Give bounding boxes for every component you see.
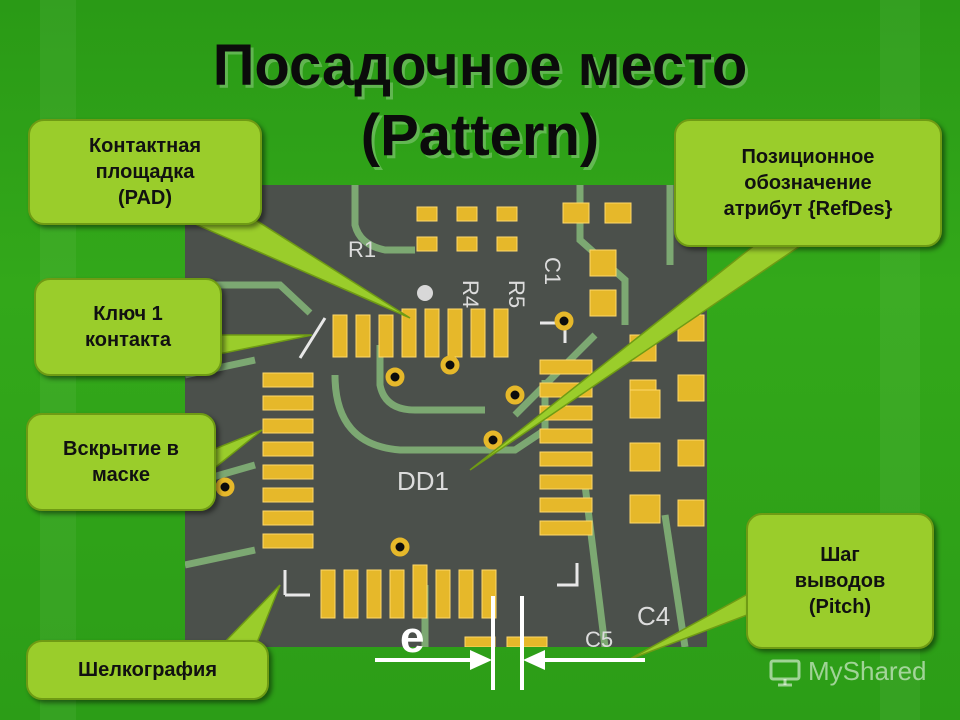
label-c1: C1	[540, 257, 565, 285]
label-r4: R4	[458, 280, 483, 308]
slide-subtitle: (Pattern)	[360, 103, 600, 168]
callout-pad-line2: площадка	[95, 161, 195, 183]
slide-title: Посадочное место	[212, 33, 748, 98]
callout-key-line2: контакта	[85, 329, 171, 351]
callout-pitch-line3: (Pitch)	[808, 596, 872, 618]
label-c4: C4	[637, 601, 670, 631]
callout-pitch-line2: выводов	[794, 570, 886, 592]
label-r5: R5	[504, 280, 529, 308]
callout-refdes-line2: обозначение	[744, 172, 872, 194]
callout-pin1-key: Ключ 1 контакта	[34, 278, 222, 376]
callout-refdes: Позиционное обозначение атрибут {RefDes}	[674, 119, 942, 247]
callout-refdes-line3: атрибут {RefDes}	[723, 198, 893, 220]
callout-key-line1: Ключ 1	[93, 303, 163, 325]
callout-mask-line2: маске	[92, 464, 150, 486]
callout-silkscreen: Шелкография	[26, 640, 269, 700]
via-unplated	[417, 285, 433, 301]
label-dd1: DD1	[397, 466, 449, 496]
callout-refdes-line1: Позиционное	[741, 146, 875, 168]
ic-pads-left	[262, 372, 314, 549]
pcb-photo: R1 R4 R5 C1 DD1 C4 C5	[185, 185, 707, 647]
callout-silk-line1: Шелкография	[77, 659, 218, 681]
callout-pad-line3: (PAD)	[117, 187, 173, 209]
watermark: MyShared	[768, 656, 927, 687]
callout-mask-opening: Вскрытие в маске	[26, 413, 216, 511]
label-r1: R1	[348, 237, 376, 262]
watermark-text: MyShared	[808, 656, 927, 686]
callout-mask-line1: Вскрытие в	[63, 438, 179, 460]
callout-pitch: Шаг выводов (Pitch)	[746, 513, 934, 649]
label-c5: C5	[585, 627, 613, 647]
callout-pad-line1: Контактная	[88, 135, 202, 157]
ic-pads-bottom	[320, 564, 497, 619]
callout-pad: Контактная площадка (PAD)	[28, 119, 262, 225]
presentation-icon	[769, 659, 801, 686]
callout-pitch-line1: Шаг	[820, 544, 860, 566]
